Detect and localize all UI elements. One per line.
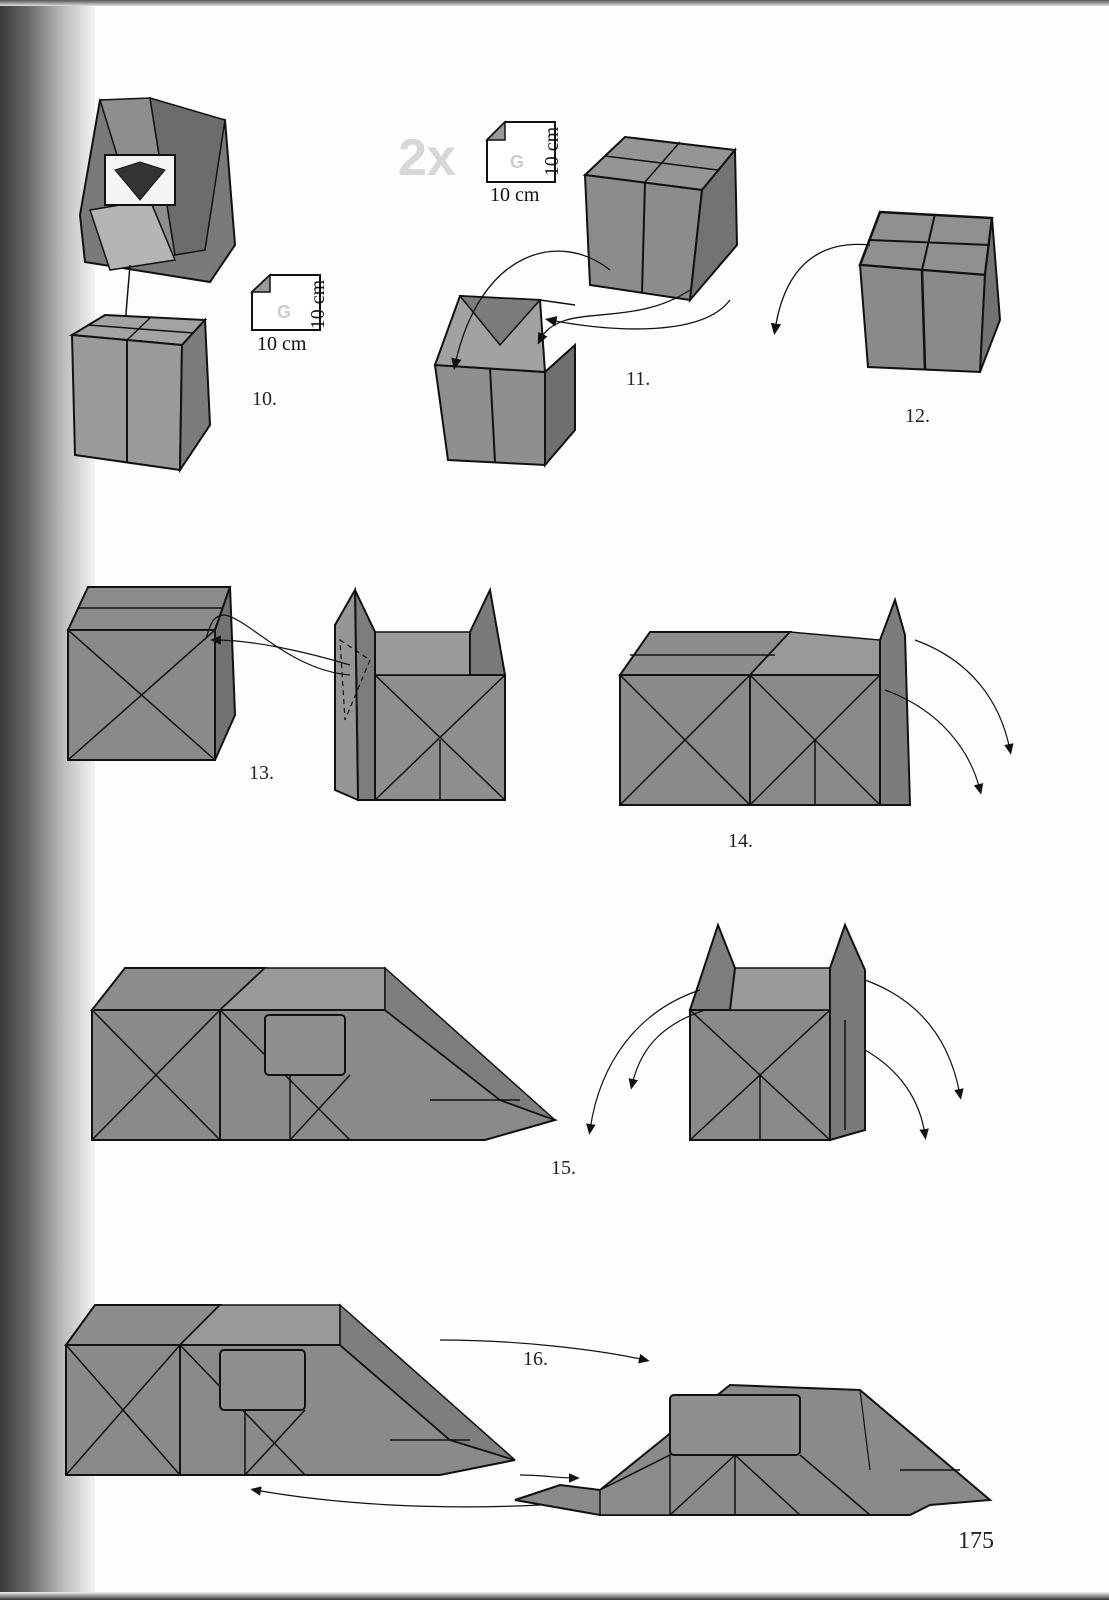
step-label-15: 15.: [551, 1157, 576, 1179]
step-16-arrows: [250, 1339, 650, 1508]
step-16-model-left: [64, 1303, 516, 1476]
step-14-arrows: [884, 639, 1014, 795]
paper-spec-icon-2: [485, 120, 556, 183]
page-bottom-edge: [0, 1592, 1109, 1600]
step-10-folded-model-top: [78, 96, 237, 284]
step-15-model-right: [688, 922, 866, 1142]
step-12-cube: [858, 210, 1002, 374]
step-13-cube-right-open: [334, 586, 507, 802]
paper-spec-icon-1: [250, 273, 321, 331]
step-label-12: 12.: [905, 405, 930, 427]
paper-spec-2-height: 10 cm: [541, 126, 564, 177]
paper-spec-2-width: 10 cm: [490, 184, 540, 206]
paper-spec-2-quantity: 2x: [398, 129, 456, 187]
paper-spec-1-width: 10 cm: [257, 333, 307, 355]
step-14-model: [618, 596, 912, 806]
step-label-16: 16.: [523, 1348, 548, 1370]
step-10-cube: [68, 313, 212, 474]
step-11-arrows: [451, 250, 731, 371]
step-label-11: 11.: [626, 368, 651, 390]
step-15-arrows: [586, 979, 964, 1140]
paper-spec-1-letter: G: [277, 302, 292, 322]
step-label-14: 14.: [728, 830, 753, 852]
step-11-cube-left-open: [433, 294, 576, 468]
step-16-model-right: [514, 1383, 993, 1516]
step-label-13: 13.: [249, 762, 274, 784]
step-13-cube-left: [66, 586, 237, 761]
page-top-edge: [0, 0, 1109, 6]
step-15-model-left: [89, 966, 559, 1141]
step-label-10: 10.: [252, 388, 277, 410]
step-11-cube-right: [582, 135, 739, 304]
step-12-arrow: [770, 243, 871, 336]
paper-spec-1-height: 10 cm: [307, 279, 330, 330]
paper-spec-2-letter: G: [510, 152, 525, 172]
step-13-arrows: [204, 614, 351, 676]
page-number: 175: [958, 1528, 994, 1554]
